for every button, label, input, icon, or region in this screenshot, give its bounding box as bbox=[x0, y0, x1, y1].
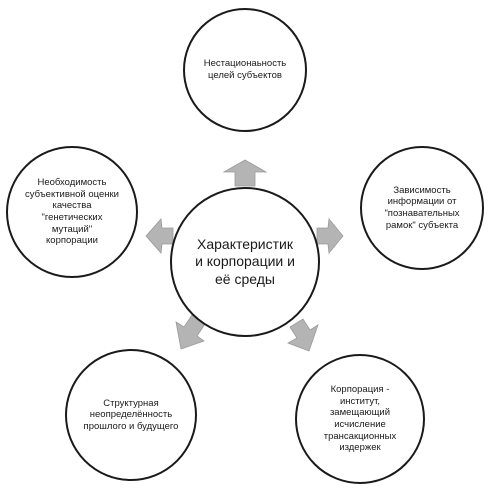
center-node: Характеристик и корпорации и её среды bbox=[170, 187, 320, 337]
node-right-label: Зависимость информации от "познавательны… bbox=[384, 184, 460, 231]
node-right: Зависимость информации от "познавательны… bbox=[360, 146, 484, 270]
arrow-right bbox=[316, 218, 344, 254]
arrow-down-right bbox=[287, 318, 319, 352]
center-node-label: Характеристик и корпорации и её среды bbox=[195, 236, 295, 287]
node-left: Необходимость субъективной оценки качест… bbox=[6, 146, 138, 278]
node-top: Нестационаьность целей субъектов bbox=[183, 8, 307, 132]
arrow-left bbox=[145, 218, 174, 254]
node-bottom-right: Корпорация - институт, замещающий исчисл… bbox=[295, 354, 425, 484]
node-top-label: Нестационаьность целей субъектов bbox=[203, 58, 287, 81]
node-bottom-left-label: Структурная неопределённость прошлого и … bbox=[83, 397, 179, 432]
node-bottom-right-label: Корпорация - институт, замещающий исчисл… bbox=[323, 384, 397, 454]
node-left-label: Необходимость субъективной оценки качест… bbox=[24, 177, 119, 247]
arrow-up bbox=[222, 159, 268, 187]
node-bottom-left: Структурная неопределённость прошлого и … bbox=[65, 349, 197, 481]
